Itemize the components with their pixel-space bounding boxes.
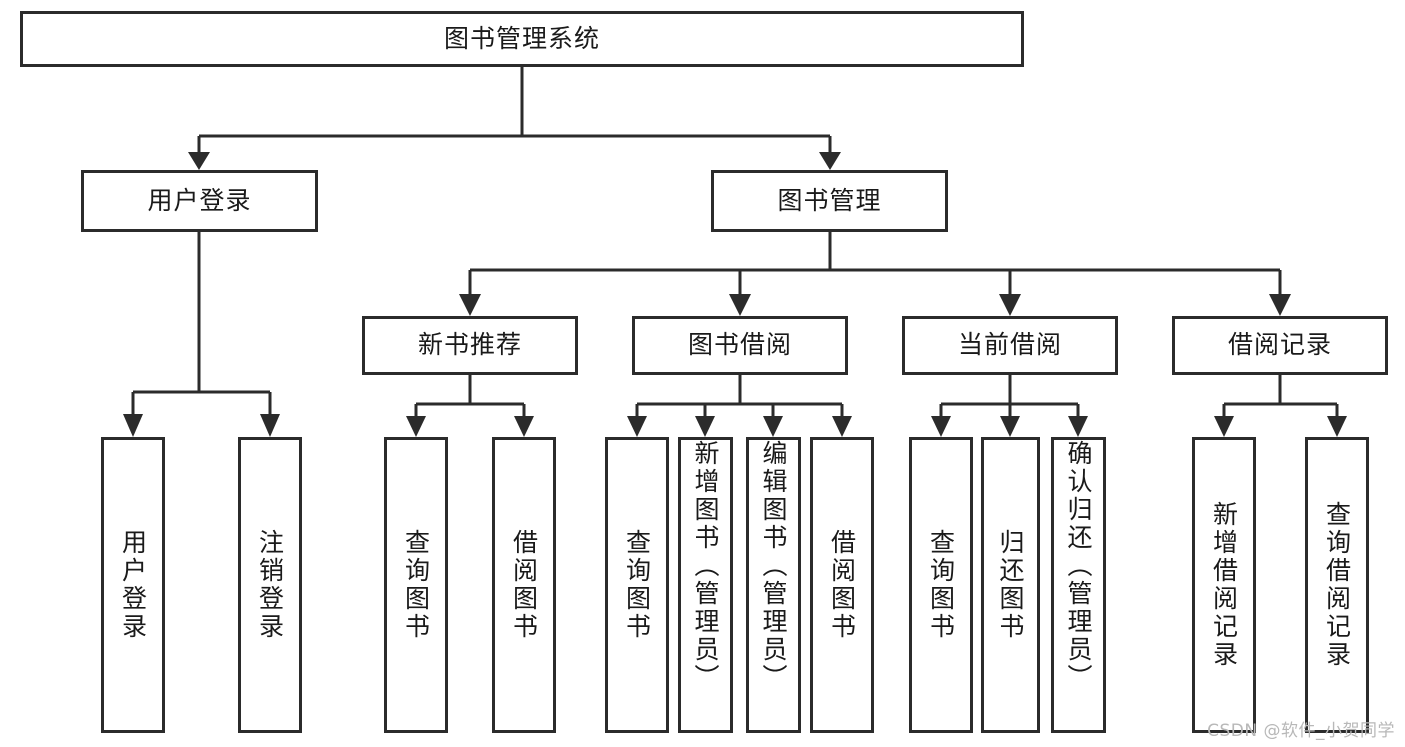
leaf-return-book-label: 归还图书	[996, 529, 1025, 641]
leaf-query-book-3[interactable]: 查询图书	[909, 437, 973, 733]
node-root[interactable]: 图书管理系统	[20, 11, 1024, 67]
leaf-user-logout[interactable]: 注销登录	[238, 437, 302, 733]
arrow-bm-c3	[999, 294, 1021, 316]
node-book-management[interactable]: 图书管理	[711, 170, 948, 232]
arrow-bb-l1	[627, 416, 647, 437]
leaf-query-book-2-label: 查询图书	[622, 529, 652, 641]
leaf-query-record[interactable]: 查询借阅记录	[1305, 437, 1369, 733]
arrow-br-l1	[1214, 416, 1234, 437]
arrow-ul-leaf2	[260, 414, 280, 437]
leaf-query-book-1-label: 查询图书	[401, 529, 431, 641]
node-user-login-label: 用户登录	[147, 185, 252, 215]
leaf-borrow-book-1[interactable]: 借阅图书	[492, 437, 556, 733]
leaf-user-login-label: 用户登录	[118, 529, 148, 641]
leaf-user-login[interactable]: 用户登录	[101, 437, 165, 733]
arrow-br-l2	[1327, 416, 1347, 437]
arrow-ul-leaf1	[123, 414, 143, 437]
leaf-query-book-3-label: 查询图书	[926, 529, 956, 641]
leaf-confirm-return[interactable]: 确认归还（管理员）	[1051, 437, 1106, 733]
leaf-add-book[interactable]: 新增图书（管理员）	[678, 437, 733, 733]
arrow-nbr-l1	[406, 416, 426, 437]
node-borrow-record-label: 借阅记录	[1227, 330, 1332, 360]
leaf-add-record-label: 新增借阅记录	[1209, 501, 1239, 669]
arrow-bb-l2	[695, 416, 715, 437]
leaf-user-logout-label: 注销登录	[255, 529, 285, 641]
csdn-watermark: CSDN @软件_小贺同学	[1207, 721, 1395, 741]
leaf-borrow-book-2[interactable]: 借阅图书	[810, 437, 874, 733]
node-current-borrow[interactable]: 当前借阅	[902, 316, 1118, 375]
arrow-bm-c1	[459, 294, 481, 316]
arrow-bm-c4	[1269, 294, 1291, 316]
leaf-borrow-book-1-label: 借阅图书	[509, 529, 539, 641]
node-root-label: 图书管理系统	[443, 23, 600, 53]
leaf-borrow-book-2-label: 借阅图书	[827, 529, 857, 641]
arrow-bm-c2	[729, 294, 751, 316]
node-new-book-recommend[interactable]: 新书推荐	[362, 316, 578, 375]
arrow-bb-l3	[763, 416, 783, 437]
node-book-management-label: 图书管理	[777, 185, 882, 215]
leaf-query-book-1[interactable]: 查询图书	[384, 437, 448, 733]
arrow-bb-l4	[832, 416, 852, 437]
leaf-return-book[interactable]: 归还图书	[981, 437, 1040, 733]
arrow-to-user-login	[188, 152, 210, 170]
arrow-nbr-l2	[514, 416, 534, 437]
leaf-confirm-return-label: 确认归还（管理员）	[1064, 440, 1093, 692]
node-new-book-recommend-label: 新书推荐	[417, 330, 522, 360]
node-current-borrow-label: 当前借阅	[957, 330, 1062, 360]
arrow-cb-l3	[1068, 416, 1088, 437]
leaf-add-book-label: 新增图书（管理员）	[691, 440, 720, 692]
node-book-borrow[interactable]: 图书借阅	[632, 316, 848, 375]
arrow-cb-l1	[931, 416, 951, 437]
leaf-query-book-2[interactable]: 查询图书	[605, 437, 669, 733]
arrow-cb-l2	[1000, 416, 1020, 437]
node-book-borrow-label: 图书借阅	[687, 330, 792, 360]
leaf-add-record[interactable]: 新增借阅记录	[1192, 437, 1256, 733]
leaf-query-record-label: 查询借阅记录	[1322, 501, 1352, 669]
arrow-to-book-management	[819, 152, 841, 170]
node-user-login[interactable]: 用户登录	[81, 170, 318, 232]
leaf-edit-book[interactable]: 编辑图书（管理员）	[746, 437, 801, 733]
node-borrow-record[interactable]: 借阅记录	[1172, 316, 1388, 375]
leaf-edit-book-label: 编辑图书（管理员）	[759, 440, 788, 692]
